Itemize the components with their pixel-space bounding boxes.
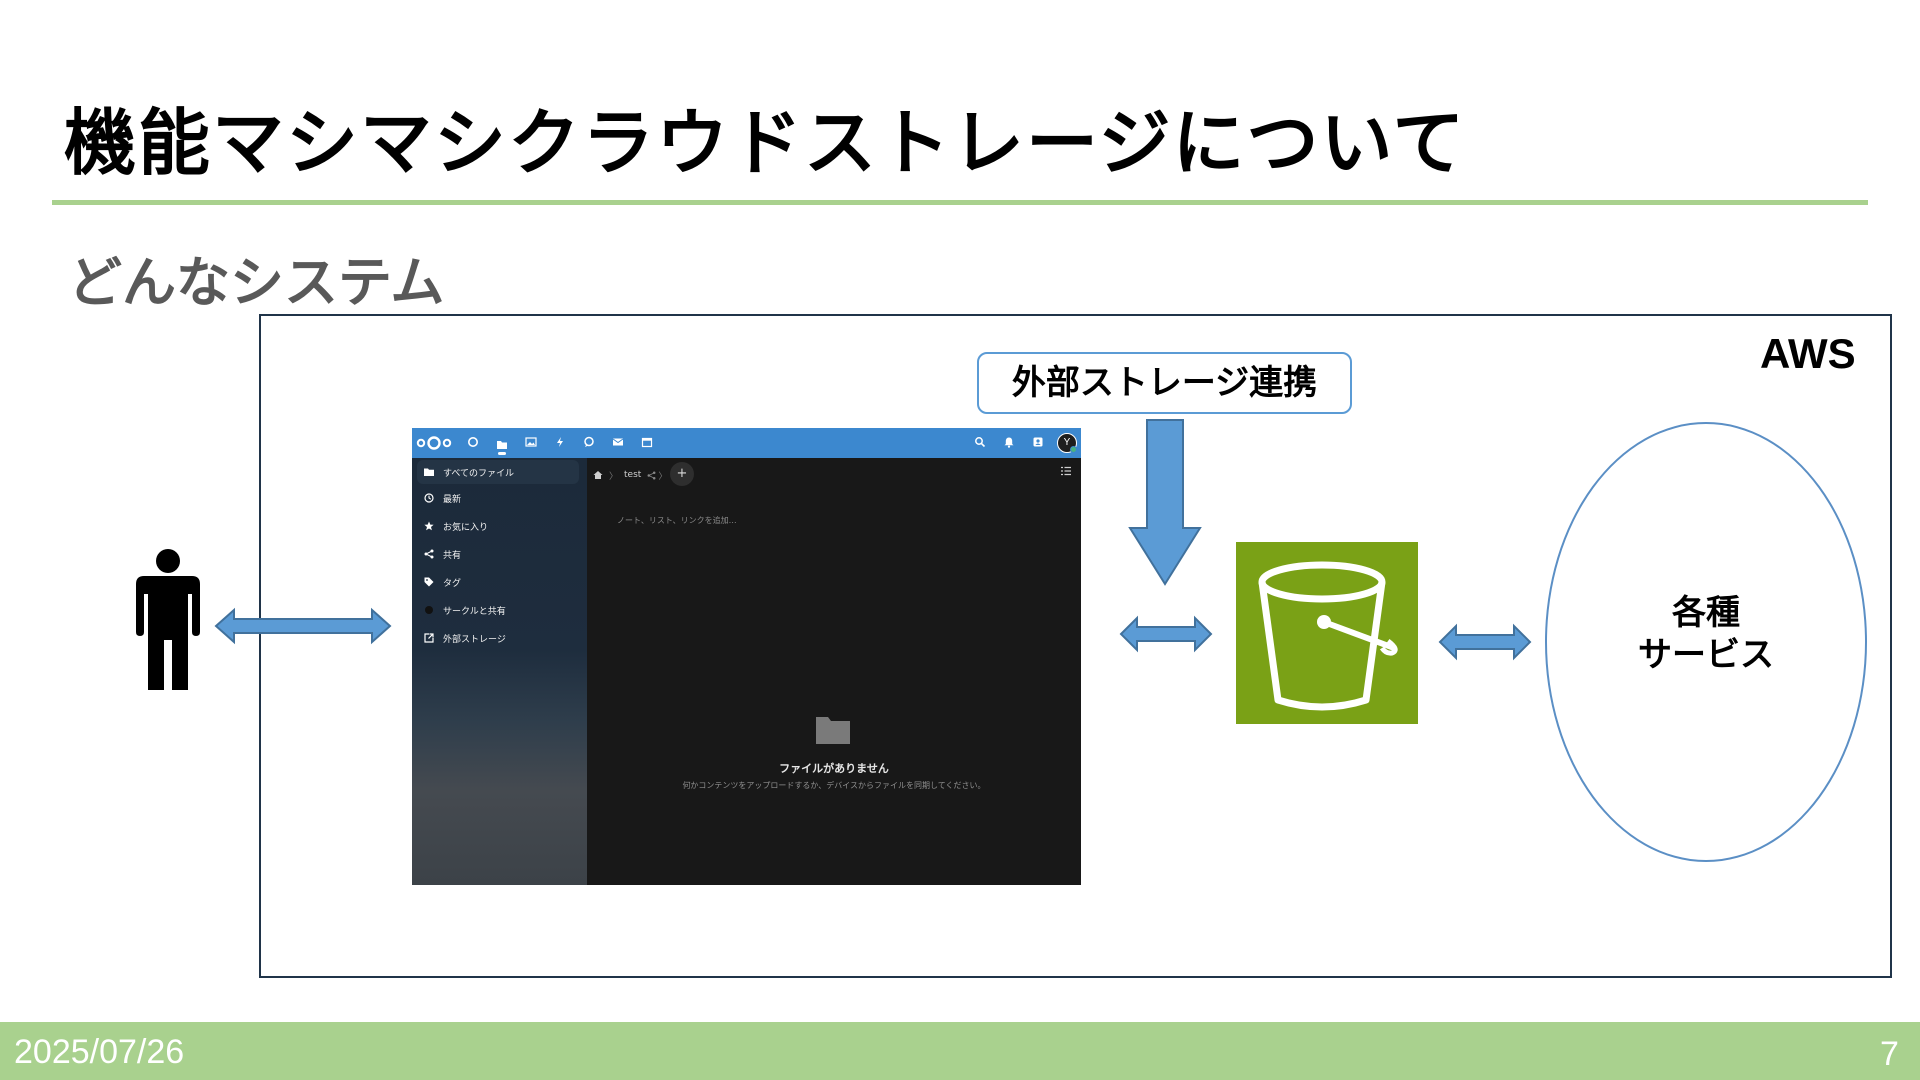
share-icon[interactable] [647,471,656,480]
nextcloud-file-view: 〉 test 〉 + ノート、リスト、リンクを追加… ファイルがありません 何か… [587,458,1081,885]
status-indicator [1070,446,1077,453]
aws-label: AWS [1760,330,1856,377]
sidebar-item-label: サークルと共有 [443,606,506,617]
sidebar-item-label: 最新 [443,494,462,505]
external-link-icon [423,632,435,644]
sidebar-item-all-files[interactable]: すべてのファイル [417,460,579,484]
user-icon [136,549,200,690]
calendar-icon[interactable] [641,436,653,448]
sidebar-item-circles[interactable]: サークルと共有 [417,598,579,622]
sidebar-item-external-storage[interactable]: 外部ストレージ [417,626,579,650]
sidebar-item-label: すべてのファイル [443,468,515,479]
new-button[interactable]: + [670,462,694,486]
sidebar-item-label: 共有 [443,550,462,561]
contacts-icon[interactable] [1032,436,1044,448]
services-label: 各種 サービス [1545,592,1867,676]
mail-icon[interactable] [612,436,624,448]
nextcloud-header: Y [412,428,1081,458]
page-number: 7 [1880,1035,1899,1073]
footer-date: 2025/07/26 [14,1033,185,1071]
services-label-line2: サービス [1638,635,1774,675]
sidebar-item-label: 外部ストレージ [443,634,506,645]
bucket-icon [1258,561,1398,711]
title-divider [52,200,1868,205]
breadcrumb-folder[interactable]: test [624,470,642,480]
nextcloud-logo-icon[interactable] [416,435,452,451]
chevron-right-icon: 〉 [658,471,668,482]
rich-workspace-hint[interactable]: ノート、リスト、リンクを追加… [617,516,737,525]
services-ellipse [1545,422,1867,862]
sidebar-item-shared[interactable]: 共有 [417,542,579,566]
nextcloud-sidebar: すべてのファイル 最新 お気に入り 共有 タグ サークルと共有 外部ストレージ [412,458,587,885]
sidebar-item-label: タグ [443,578,462,589]
bucket-services-arrow [1438,623,1532,661]
services-label-line1: 各種 [1672,593,1740,633]
slide-subtitle: どんなシステム [68,251,445,314]
share-icon [423,548,435,560]
dashboard-icon[interactable] [467,436,479,448]
nextcloud-screenshot: Y すべてのファイル 最新 お気に入り 共有 タグ サークルと共有 [412,428,1081,885]
sidebar-item-recent[interactable]: 最新 [417,486,579,510]
sidebar-item-tags[interactable]: タグ [417,570,579,594]
talk-icon[interactable] [583,436,595,448]
external-storage-callout: 外部ストレージ連携 [977,352,1352,414]
breadcrumb: 〉 test 〉 [593,464,667,486]
clock-icon [423,492,435,504]
sidebar-item-favorites[interactable]: お気に入り [417,514,579,538]
photos-icon[interactable] [525,436,537,448]
empty-state-title: ファイルがありません [779,762,889,775]
list-view-icon[interactable] [1061,466,1071,476]
chevron-right-icon: 〉 [609,471,619,482]
tag-icon [423,576,435,588]
search-icon[interactable] [974,436,986,448]
circle-icon [423,604,435,616]
star-icon [423,520,435,532]
app-bucket-arrow [1119,615,1213,653]
slide-title: 機能マシマシクラウドストレージについて [64,101,1467,185]
bell-icon[interactable] [1003,436,1015,448]
files-icon[interactable] [496,436,508,455]
user-app-arrow [214,607,392,645]
s3-bucket [1236,542,1418,724]
folder-icon [423,466,435,478]
footer-bar [0,1022,1920,1080]
external-storage-down-arrow [1128,419,1202,586]
empty-state-description: 何かコンテンツをアップロードするか、デバイスからファイルを同期してください。 [682,781,986,790]
activity-icon[interactable] [554,436,566,448]
sidebar-item-label: お気に入り [443,522,489,533]
empty-folder-icon [816,717,850,744]
home-icon[interactable] [593,470,603,480]
